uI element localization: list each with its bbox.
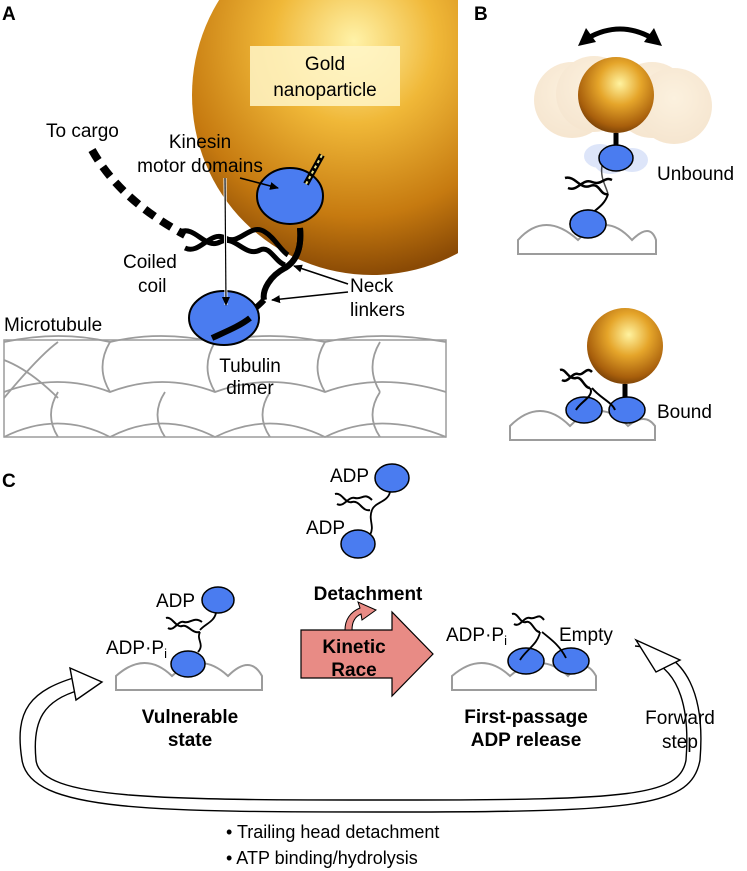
kinesin-label-line2: motor domains bbox=[137, 156, 263, 177]
panel-c: ADP ADP Detachment ADP ADP·Pi Vulnerable… bbox=[19, 463, 715, 868]
swing-arrow-left bbox=[578, 28, 596, 46]
vulnerable-kinesin bbox=[115, 586, 263, 691]
panel-a: Gold nanoparticle Microtubule Tubulin di… bbox=[3, 0, 458, 439]
detachment-arrow bbox=[344, 601, 378, 631]
motor-head-bound-right bbox=[608, 396, 646, 424]
panel-label-b: B bbox=[474, 4, 488, 25]
detachment-label: Detachment bbox=[314, 584, 423, 605]
gold-particle-unbound bbox=[578, 57, 654, 133]
detached-kinesin bbox=[334, 463, 410, 559]
cycle-arrow bbox=[19, 638, 702, 813]
coiled-label-line1: Coiled bbox=[123, 252, 177, 273]
first-passage-label-line1: First-passage bbox=[464, 707, 588, 728]
microtubule-label: Microtubule bbox=[4, 315, 102, 336]
neck-label-line2: linkers bbox=[350, 300, 405, 321]
panel-label-a: A bbox=[2, 4, 16, 25]
vulnerable-adp: ADP bbox=[156, 591, 195, 612]
unbound-label: Unbound bbox=[657, 164, 734, 185]
gold-label-box bbox=[250, 46, 400, 106]
forward-label-line2: step bbox=[662, 732, 698, 753]
microtubule bbox=[3, 335, 447, 439]
gold-particle-bound bbox=[587, 308, 663, 384]
coiled-coil bbox=[178, 227, 290, 268]
to-cargo-label: To cargo bbox=[46, 121, 119, 142]
tubulin-label-line1: Tubulin bbox=[219, 356, 281, 377]
motor-head-lower bbox=[188, 290, 260, 346]
forward-label-line1: Forward bbox=[645, 708, 715, 729]
panel-label-c: C bbox=[2, 471, 16, 492]
coiled-coil-unbound bbox=[564, 176, 613, 196]
gold-label-line1: Gold bbox=[305, 54, 345, 75]
vulnerable-label-line2: state bbox=[168, 730, 212, 751]
detached-adp-lower: ADP bbox=[306, 518, 345, 539]
biotin-linker bbox=[303, 153, 325, 186]
vulnerable-label-line1: Vulnerable bbox=[142, 707, 238, 728]
panel-b: Unbound Bound bbox=[509, 26, 734, 441]
kinesin-arrow-lower bbox=[221, 177, 230, 306]
first-passage-label-line2: ADP release bbox=[471, 730, 582, 751]
kinesin-label-line1: Kinesin bbox=[169, 132, 231, 153]
first-passage-adppi: ADP·Pi bbox=[446, 625, 507, 648]
neck-arrow-upper bbox=[293, 264, 349, 285]
bullet-trailing-head: • Trailing head detachment bbox=[226, 822, 439, 842]
coiled-coil-bound bbox=[559, 368, 593, 390]
vulnerable-adppi: ADP·Pi bbox=[106, 638, 167, 661]
kinesin-arrow-upper bbox=[239, 177, 279, 190]
neck-label-line1: Neck bbox=[350, 276, 394, 297]
motor-head-bound-left bbox=[565, 396, 603, 424]
gold-label-line2: nanoparticle bbox=[273, 80, 377, 101]
tubulin-label-line2: dimer bbox=[226, 378, 274, 399]
kinetic-race-arrow bbox=[300, 610, 434, 698]
cargo-tether bbox=[88, 148, 187, 239]
swing-arc bbox=[586, 26, 654, 41]
detached-adp-upper: ADP bbox=[330, 466, 369, 487]
swing-arrow-right bbox=[644, 28, 662, 46]
kinetic-label-line2: Race bbox=[331, 660, 376, 681]
motor-head-unbound-upper bbox=[598, 144, 634, 172]
coiled-label-line2: coil bbox=[138, 276, 167, 297]
first-passage-kinesin bbox=[451, 612, 597, 691]
bullet-atp-binding: • ATP binding/hydrolysis bbox=[226, 848, 418, 868]
kinetic-label-line1: Kinetic bbox=[322, 637, 386, 658]
empty-label: Empty bbox=[559, 625, 613, 646]
bound-label: Bound bbox=[657, 402, 712, 423]
neck-arrow-lower bbox=[271, 291, 349, 304]
